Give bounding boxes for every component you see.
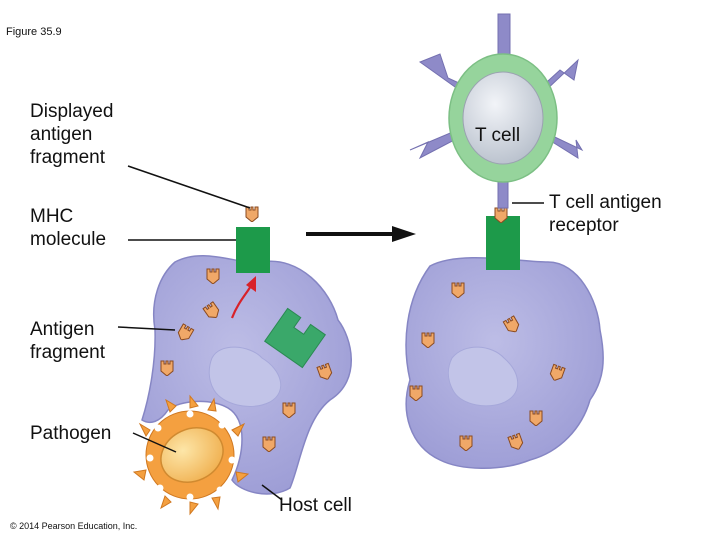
displayed-fragment-left <box>245 206 259 222</box>
label-line: Displayed <box>30 101 114 122</box>
label-line: MHC <box>30 206 74 227</box>
label-t-cell: T cell <box>475 125 521 146</box>
t-cell <box>409 13 584 209</box>
right-nucleus <box>447 346 519 407</box>
t-cell-core <box>462 71 544 165</box>
label-line: antigen <box>30 124 93 145</box>
transition-arrow <box>306 226 416 242</box>
label-line: molecule <box>30 229 107 250</box>
leader-lines <box>117 165 544 501</box>
internal-mhc <box>263 307 327 369</box>
pathogen-body <box>160 427 224 483</box>
pathogen-spike-ring <box>146 410 236 501</box>
left-nucleus <box>208 346 282 407</box>
label-line: fragment <box>30 147 105 168</box>
transport-arrow-head <box>246 276 256 292</box>
copyright-notice: © 2014 Pearson Education, Inc. <box>10 521 138 531</box>
label-line: fragment <box>30 342 105 363</box>
right-mhc-molecule <box>486 216 520 270</box>
label-line: T cell antigen <box>549 192 662 213</box>
label-pathogen: Pathogen <box>30 423 112 444</box>
label-antigen-fragment: Antigen fragment <box>30 318 105 364</box>
label-host-cell: Host cell <box>279 495 352 516</box>
pathogen <box>132 394 250 516</box>
label-line: receptor <box>549 215 619 236</box>
label-line: Antigen <box>30 319 95 340</box>
label-t-cell-antigen-receptor: T cell antigen receptor <box>549 191 662 237</box>
figure-label: Figure 35.9 <box>6 26 62 38</box>
label-mhc-molecule: MHC molecule <box>30 205 106 251</box>
label-displayed-antigen-fragment: Displayed antigen fragment <box>30 100 113 169</box>
left-mhc-molecule <box>236 227 270 273</box>
